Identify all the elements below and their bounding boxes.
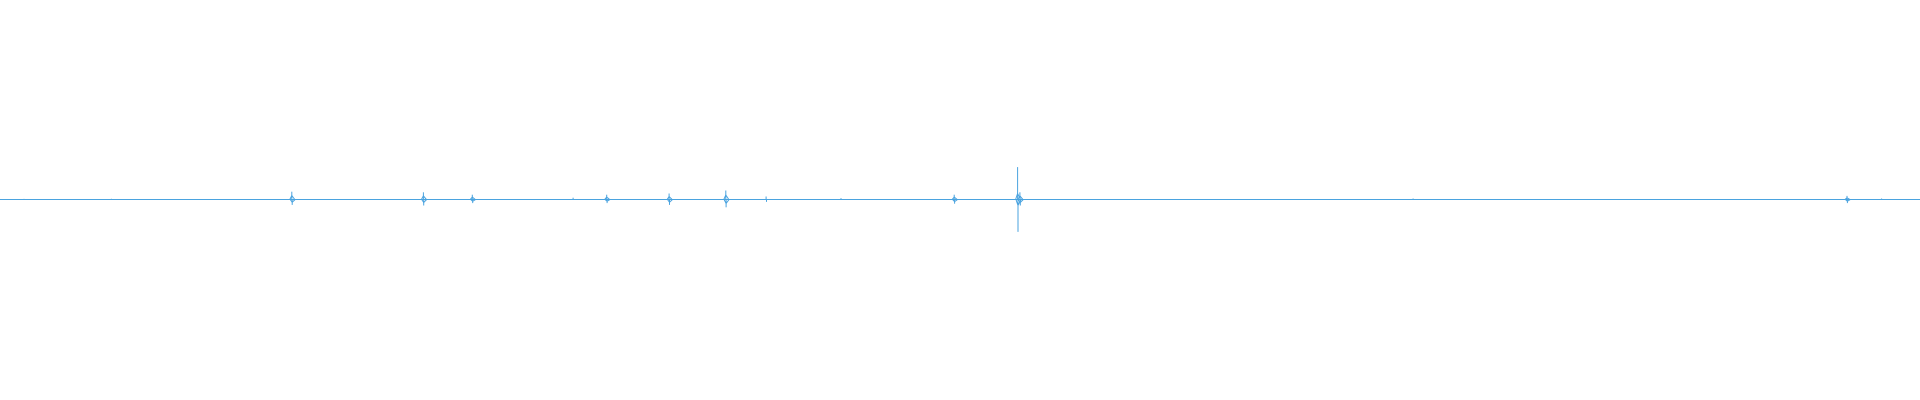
spike-layer [23,167,1883,232]
waveform-peak [723,199,730,205]
waveform-peak [723,193,730,200]
waveform-peak [1017,199,1024,204]
waveform-peak [667,199,673,203]
waveform-peak [1844,197,1851,200]
waveform-peak [1845,199,1851,202]
waveform-peak [604,199,611,202]
waveform-peak [1017,195,1024,200]
waveform-peak [470,199,476,202]
waveform-peak [289,194,296,200]
waveform-peak [289,199,296,203]
waveform-peak [952,199,958,203]
waveform-peak [469,196,476,200]
waveform-peak [421,199,428,204]
waveform-peak [951,196,958,200]
waveform-peak [604,196,611,200]
waveform-peak [420,195,427,200]
waveform-peak [666,195,673,200]
